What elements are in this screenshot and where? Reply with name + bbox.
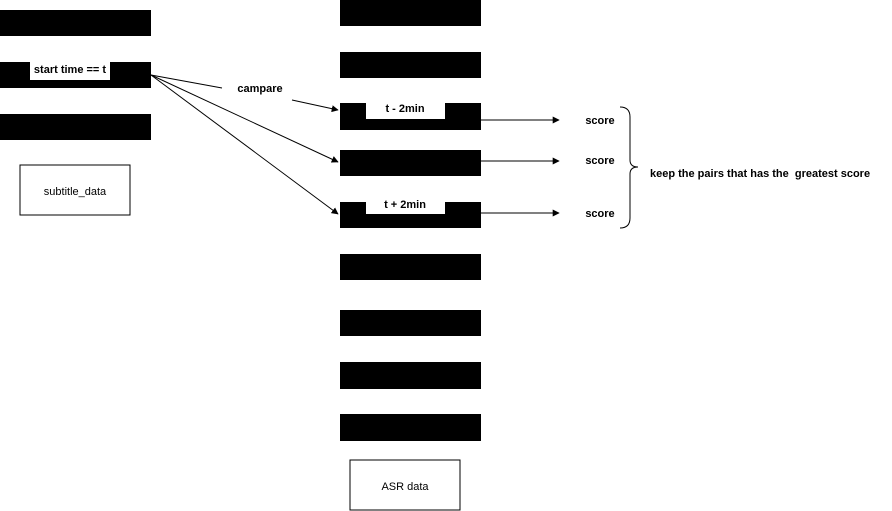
asr-bar-5-label-bg (366, 194, 445, 214)
subtitle-bar-2-label-bg (30, 62, 110, 80)
asr-bar-7 (340, 310, 481, 336)
asr-bar-1 (340, 0, 481, 26)
score-label-3: score (585, 208, 614, 220)
grouping-brace (619, 106, 639, 229)
asr-bar-4 (340, 150, 481, 176)
asr-data-box (349, 459, 461, 511)
asr-bar-2 (340, 52, 481, 78)
asr-bar-3-label: t - 2min (385, 103, 424, 115)
subtitle-bar-3 (0, 114, 151, 140)
score-label-2: score (585, 155, 614, 167)
asr-data-label: ASR data (381, 481, 429, 493)
compare-arrow-top (150, 74, 338, 110)
score-label-1: score (585, 115, 614, 127)
asr-bar-3-label-bg (366, 103, 445, 119)
compare-label: campare (237, 83, 282, 95)
asr-bar-6 (340, 254, 481, 280)
subtitle-data-box (19, 164, 131, 216)
asr-bar-8 (340, 362, 481, 389)
compare-arrow-middle (150, 74, 339, 163)
conclusion-label: keep the pairs that has the greatest sco… (650, 168, 870, 180)
asr-bar-9 (340, 414, 481, 441)
compare-arrow-bottom (150, 74, 339, 215)
subtitle-bar-2-label: start time == t (34, 64, 106, 76)
asr-bar-5-label: t + 2min (384, 199, 426, 211)
subtitle-data-label: subtitle_data (44, 186, 107, 198)
subtitle-bar-1 (0, 10, 151, 36)
